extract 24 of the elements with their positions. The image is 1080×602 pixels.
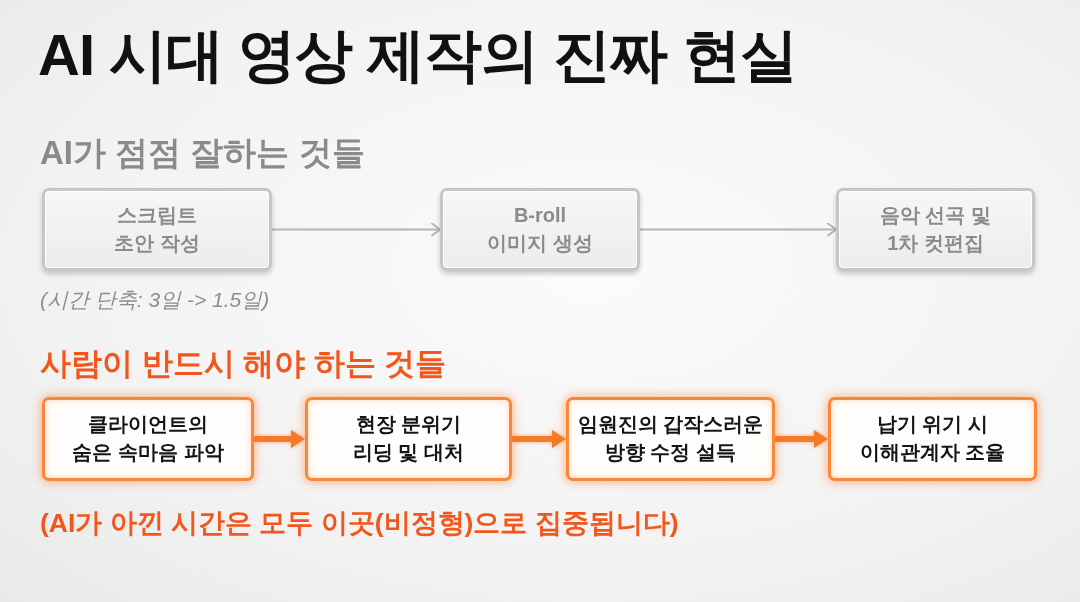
note-text: (AI가 아낀 시간은 모두 이곳(비정형)으로 집중됩니다) (40, 508, 679, 540)
process-text: 현장 분위기 리딩 및 대처 (351, 412, 466, 465)
process-box (828, 397, 1037, 481)
process-text: 음악 선곡 및 1차 컷편집 (878, 202, 993, 256)
title: AI 시대 영상 제작의 진짜 현실 (38, 21, 797, 89)
process-box (836, 188, 1035, 271)
process-text: 임원진의 갑작스러운 방향 수정 설득 (576, 412, 765, 465)
process-box (42, 397, 254, 481)
arrow (512, 430, 566, 448)
process-box (305, 397, 512, 481)
arrow (254, 430, 305, 448)
section-heading: AI가 점점 잘하는 것들 (40, 133, 365, 173)
arrow (271, 222, 441, 237)
process-text: 납기 위기 시 이해관계자 조율 (858, 412, 1007, 465)
arrow (775, 430, 828, 448)
process-text: 클라이언트의 숨은 속마음 파악 (71, 412, 225, 465)
process-text: B-roll 이미지 생성 (486, 202, 594, 256)
process-box (566, 397, 775, 481)
arrow (639, 222, 837, 237)
note-text: (시간 단축: 3일 -> 1.5일) (40, 287, 270, 313)
section-heading: 사람이 반드시 해야 하는 것들 (40, 345, 447, 383)
process-box (42, 188, 272, 271)
process-box (440, 188, 640, 271)
process-text: 스크립트 초안 작성 (113, 202, 201, 256)
